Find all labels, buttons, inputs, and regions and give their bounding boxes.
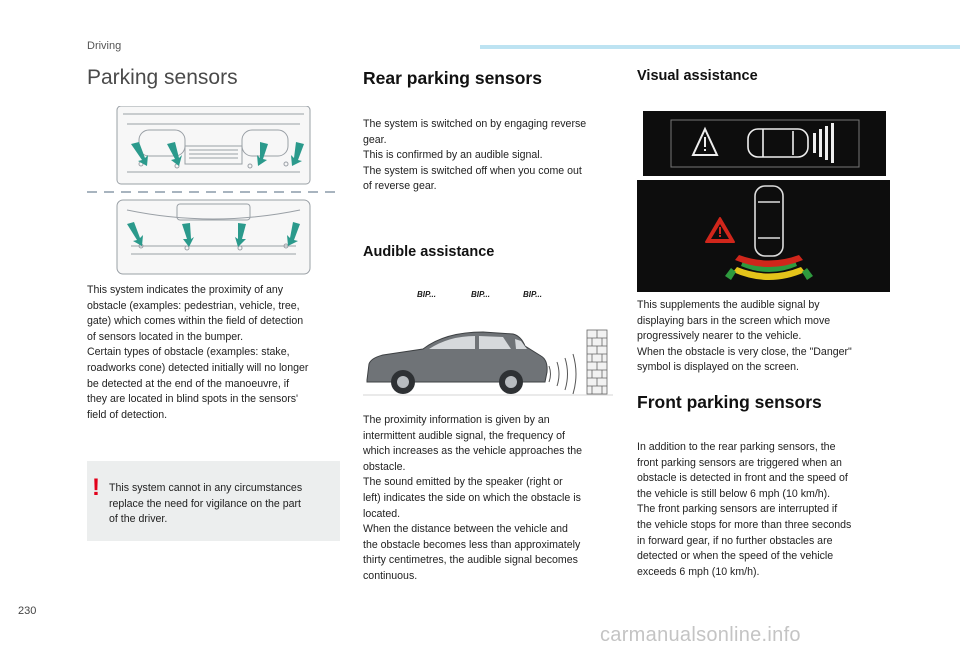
warning-box (87, 461, 340, 541)
section-label: Driving (87, 40, 122, 52)
sensor-arrow (167, 142, 182, 166)
bip-label: BIP... (471, 290, 490, 299)
page-title: Parking sensors (87, 66, 238, 89)
audible-paragraph: The proximity information is given by an… (363, 414, 583, 582)
page-number: 230 (18, 605, 37, 617)
visual-display-small-illustration (643, 111, 886, 176)
visual-display-large-illustration (637, 180, 890, 292)
rear-parking-heading: Rear parking sensors (363, 68, 542, 88)
proximity-arcs (725, 255, 813, 280)
proximity-bars-small (813, 123, 834, 163)
sensor-arrow (182, 223, 194, 247)
sensor-arrow (257, 142, 268, 166)
visual-paragraph: This supplements the audible signal by d… (637, 299, 852, 374)
sensor-arrow (291, 142, 304, 166)
visual-assistance-heading: Visual assistance (637, 68, 758, 84)
front-parking-heading: Front parking sensors (637, 392, 822, 412)
bip-label: BIP... (523, 290, 542, 299)
rear-bumper-drawing (116, 199, 311, 275)
sensor-arrow (127, 222, 143, 246)
car-side-drawing (366, 331, 548, 394)
audible-assistance-heading: Audible assistance (363, 244, 495, 260)
front-bumper-drawing (116, 106, 311, 185)
warning-text: This system cannot in any circumstances … (109, 482, 303, 526)
header-accent-bar (480, 45, 960, 49)
intro-paragraph: This system indicates the proximity of a… (87, 284, 309, 421)
brick-wall (586, 329, 608, 395)
sensor-arrow (131, 142, 148, 166)
sensor-arrow (235, 223, 246, 247)
rear-parking-paragraph: The system is switched on by engaging re… (363, 118, 587, 193)
exclamation-warning-icon: ! (92, 474, 100, 501)
car-top-view-icon (754, 185, 784, 257)
warning-triangle-icon (691, 126, 719, 156)
car-top-view-icon (747, 128, 809, 158)
sensor-arrows (127, 142, 304, 247)
sound-waves (548, 353, 577, 395)
watermark: carmanualsonline.info (600, 624, 801, 646)
front-parking-paragraph: In addition to the rear parking sensors,… (637, 441, 852, 578)
car-reversing-illustration (363, 329, 613, 396)
danger-triangle-icon (705, 217, 735, 243)
sensor-arrow (287, 222, 300, 246)
bumper-sensors-illustration (87, 106, 340, 275)
bip-label: BIP... (417, 290, 436, 299)
